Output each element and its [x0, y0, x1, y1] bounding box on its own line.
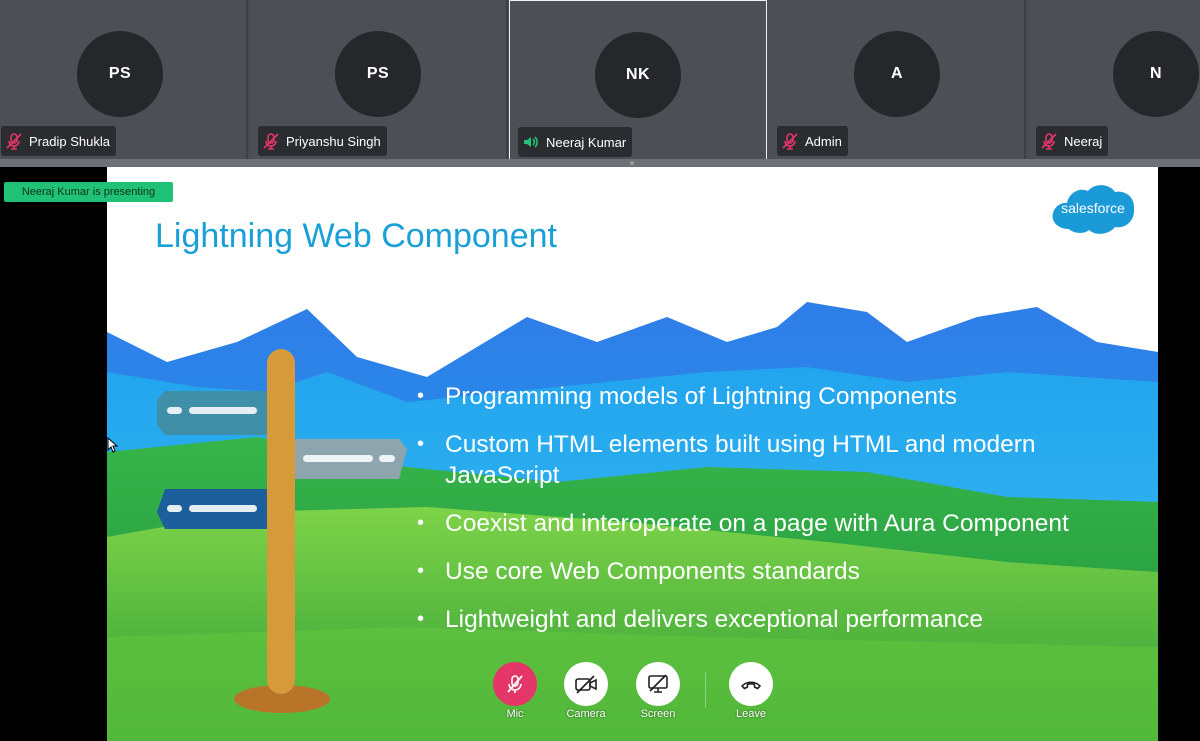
participant-strip: PS Pradip Shukla PS Priyanshu Singh NK N…	[0, 0, 1200, 161]
leave-label: Leave	[736, 708, 766, 720]
shared-screen-slide: Lightning Web Component salesforce Progr…	[107, 167, 1158, 741]
participant-nametag: Neeraj Kumar	[518, 127, 633, 157]
slide-bullet: Programming models of Lightning Componen…	[417, 381, 1137, 412]
camera-control: Camera	[564, 662, 608, 720]
camera-button[interactable]	[564, 662, 608, 706]
mic-button[interactable]	[493, 662, 537, 706]
slide-bullet: Use core Web Components standards	[417, 556, 1137, 587]
avatar: PS	[77, 31, 163, 117]
mic-label: Mic	[506, 708, 524, 720]
camera-off-icon	[575, 675, 597, 694]
presenting-badge: Neeraj Kumar is presenting	[4, 182, 173, 202]
participant-nametag: Neeraj	[1036, 126, 1109, 156]
camera-label: Camera	[566, 708, 606, 720]
phone-hangup-icon	[741, 681, 761, 690]
mic-off-icon	[263, 133, 279, 150]
participant-nametag: Admin	[777, 126, 848, 156]
slide-bullet: Coexist and interoperate on a page with …	[417, 508, 1137, 539]
leave-control: Leave	[729, 662, 773, 720]
mic-off-icon	[782, 133, 798, 150]
avatar: PS	[335, 31, 421, 117]
participant-tile-admin[interactable]: A Admin	[769, 0, 1026, 161]
participant-tile-pradip-shukla[interactable]: PS Pradip Shukla	[0, 0, 248, 161]
mic-control: Mic	[493, 662, 537, 720]
mic-off-icon	[507, 675, 523, 693]
screen-control: Screen	[636, 662, 680, 720]
salesforce-logo: salesforce	[1049, 179, 1137, 239]
participant-tile-priyanshu-singh[interactable]: PS Priyanshu Singh	[250, 0, 508, 161]
salesforce-logo-text: salesforce	[1061, 200, 1125, 216]
avatar: A	[854, 31, 940, 117]
leave-button[interactable]	[729, 662, 773, 706]
slide-title: Lightning Web Component	[155, 217, 557, 255]
participant-nametag: Priyanshu Singh	[258, 126, 387, 156]
participant-name: Pradip Shukla	[29, 133, 110, 149]
mic-off-icon	[6, 133, 22, 150]
participant-nametag: Pradip Shukla	[1, 126, 116, 156]
participant-name: Neeraj	[1064, 133, 1103, 149]
controls-divider	[705, 672, 706, 708]
slide-bullet: Lightweight and delivers exceptional per…	[417, 604, 1137, 635]
slide-bullet-list: Programming models of Lightning Componen…	[417, 381, 1137, 652]
avatar: NK	[595, 32, 681, 118]
speaker-icon	[524, 136, 538, 148]
participant-tile-neeraj[interactable]: N Neeraj	[1028, 0, 1200, 161]
participant-tile-neeraj-kumar[interactable]: NK Neeraj Kumar	[509, 0, 767, 161]
strip-divider[interactable]	[0, 159, 1200, 167]
participant-name: Priyanshu Singh	[286, 133, 381, 149]
slide-bullet: Custom HTML elements built using HTML an…	[417, 429, 1137, 491]
participant-name: Neeraj Kumar	[546, 134, 627, 150]
mouse-cursor-icon	[107, 437, 119, 453]
screen-label: Screen	[640, 708, 676, 720]
participant-name: Admin	[805, 133, 842, 149]
mic-off-icon	[1041, 133, 1057, 150]
strip-resize-handle[interactable]	[630, 161, 634, 165]
avatar: N	[1113, 31, 1199, 117]
screen-button[interactable]	[636, 662, 680, 706]
screen-share-off-icon	[648, 674, 668, 693]
salesforce-cloud-icon: salesforce	[1052, 185, 1135, 234]
